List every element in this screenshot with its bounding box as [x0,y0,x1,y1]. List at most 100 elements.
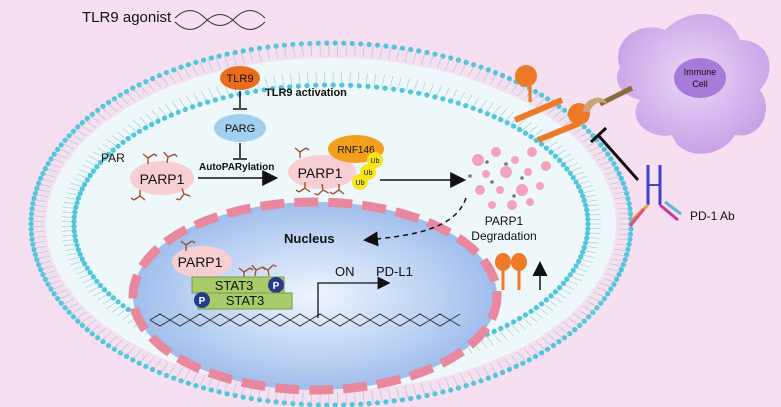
membrane-bead [626,241,632,247]
membrane-tail [558,326,570,335]
membrane-tail [107,335,118,345]
membrane-tail [413,80,418,93]
membrane-bead [543,145,549,151]
membrane-bead [240,394,246,400]
membrane-tail [412,384,418,398]
membrane-tail [573,126,585,135]
pdl1-membrane-stalk-2 [536,120,582,143]
immune-cell-label-2: Cell [692,79,708,89]
membrane-bead [94,278,100,284]
membrane-tail [611,186,625,190]
degradation-particle [468,174,472,178]
membrane-tail [614,248,628,252]
membrane-bead [197,101,203,107]
membrane-tail [577,309,590,317]
par-chain [251,264,266,277]
membrane-bead [253,88,259,94]
membrane-tail [517,86,527,97]
membrane-bead [324,402,330,407]
membrane-bead [120,139,126,145]
membrane-tail [125,346,136,357]
membrane-tail [66,192,80,196]
membrane-bead [313,82,319,88]
membrane-bead [572,327,578,333]
membrane-tail [223,54,229,68]
membrane-bead [236,91,242,97]
membrane-bead [374,84,380,90]
membrane-tail [48,280,61,286]
degradation-fragment [496,186,504,194]
membrane-tail [497,76,506,88]
membrane-bead [499,72,506,79]
membrane-bead [556,157,563,163]
par-chain [329,184,345,195]
par-label: PAR [101,151,125,165]
degradation-particle [504,162,508,166]
membrane-tail [257,48,262,62]
membrane-tail [553,330,564,339]
membrane-bead [383,399,389,405]
membrane-bead [70,314,76,320]
membrane-bead [463,383,469,389]
degradation-particle [490,180,494,184]
membrane-bead [287,84,293,90]
membrane-bead [143,79,149,85]
membrane-bead [82,181,88,187]
membrane-tail [139,353,149,364]
membrane-bead [273,399,279,405]
membrane-tail [70,183,84,188]
membrane-bead [97,159,104,166]
par-chain [176,188,191,201]
membrane-bead [577,322,583,328]
membrane-tail [585,140,598,148]
parp1-nucleus-node [172,246,232,278]
membrane-bead [307,401,313,407]
membrane-bead [620,180,626,186]
membrane-tail [65,248,78,251]
membrane-tail [301,391,304,405]
membrane-bead [556,103,562,109]
membrane-bead [95,335,101,341]
membrane-tail [54,289,68,296]
membrane-tail [607,175,621,180]
membrane-tail [199,61,206,74]
membrane-tail [429,381,435,395]
degradation-fragment [526,198,534,206]
membrane-bead [561,107,568,113]
membrane-bead [75,124,81,130]
membrane-tail [133,120,144,130]
membrane-tail [146,81,155,92]
membrane-bead [416,90,422,96]
diagram-title: TLR9 agonist [82,9,172,26]
membrane-tail [281,74,285,88]
membrane-tail [33,246,47,249]
membrane-tail [121,127,133,137]
membrane-tail [568,317,580,326]
dna-strand [149,313,461,327]
membrane-bead [584,235,590,241]
membrane-tail [139,84,149,95]
membrane-bead [32,252,38,258]
membrane-tail [160,362,169,374]
membrane-bead [548,149,554,155]
membrane-tail [139,116,149,127]
membrane-tail [319,43,321,57]
membrane-bead [471,62,477,68]
membrane-bead [561,335,568,341]
membrane-bead [522,130,529,136]
membrane-bead [185,62,191,68]
tlr9-node [220,66,260,90]
membrane-tail [537,306,549,315]
membrane-bead [185,380,191,386]
membrane-tail [45,168,58,173]
pd1-antibody [628,165,682,227]
membrane-tail [38,183,52,188]
membrane-bead [594,305,600,311]
membrane-bead [485,375,491,381]
membrane-tail [577,180,591,185]
membrane-tail [42,173,56,178]
membrane-bead [75,195,82,201]
membrane-bead [605,151,611,157]
membrane-bead [608,156,614,162]
membrane-tail [66,138,79,145]
